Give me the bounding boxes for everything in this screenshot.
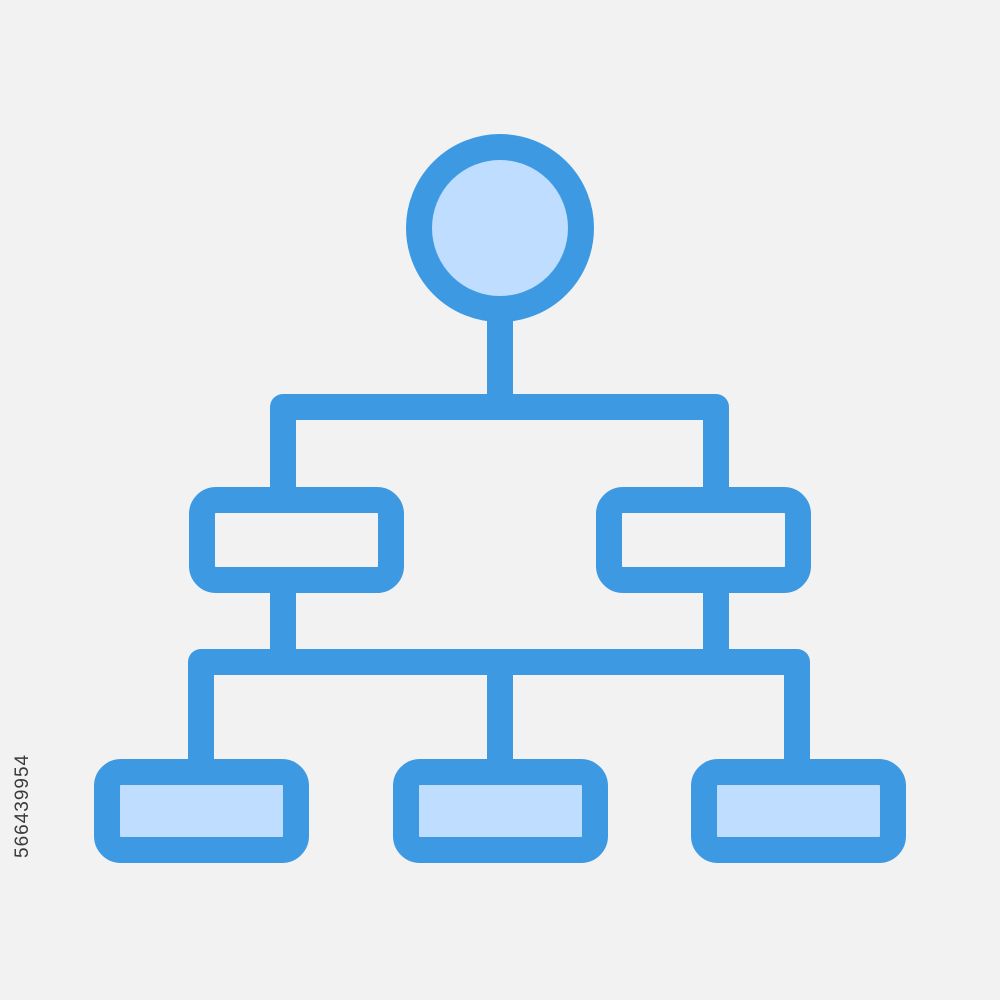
level-two-left-box [189,487,404,593]
bottom-bracket-connector [188,649,810,768]
root-node-circle [406,134,594,322]
level-two-right-box [596,487,811,593]
level-three-right-box [691,759,906,863]
middle-stem-connectors [270,586,729,650]
top-bracket-connector [270,394,729,492]
level-three-center-box [393,759,608,863]
hierarchy-structure-icon [94,134,906,863]
level-three-left-box [94,759,309,863]
